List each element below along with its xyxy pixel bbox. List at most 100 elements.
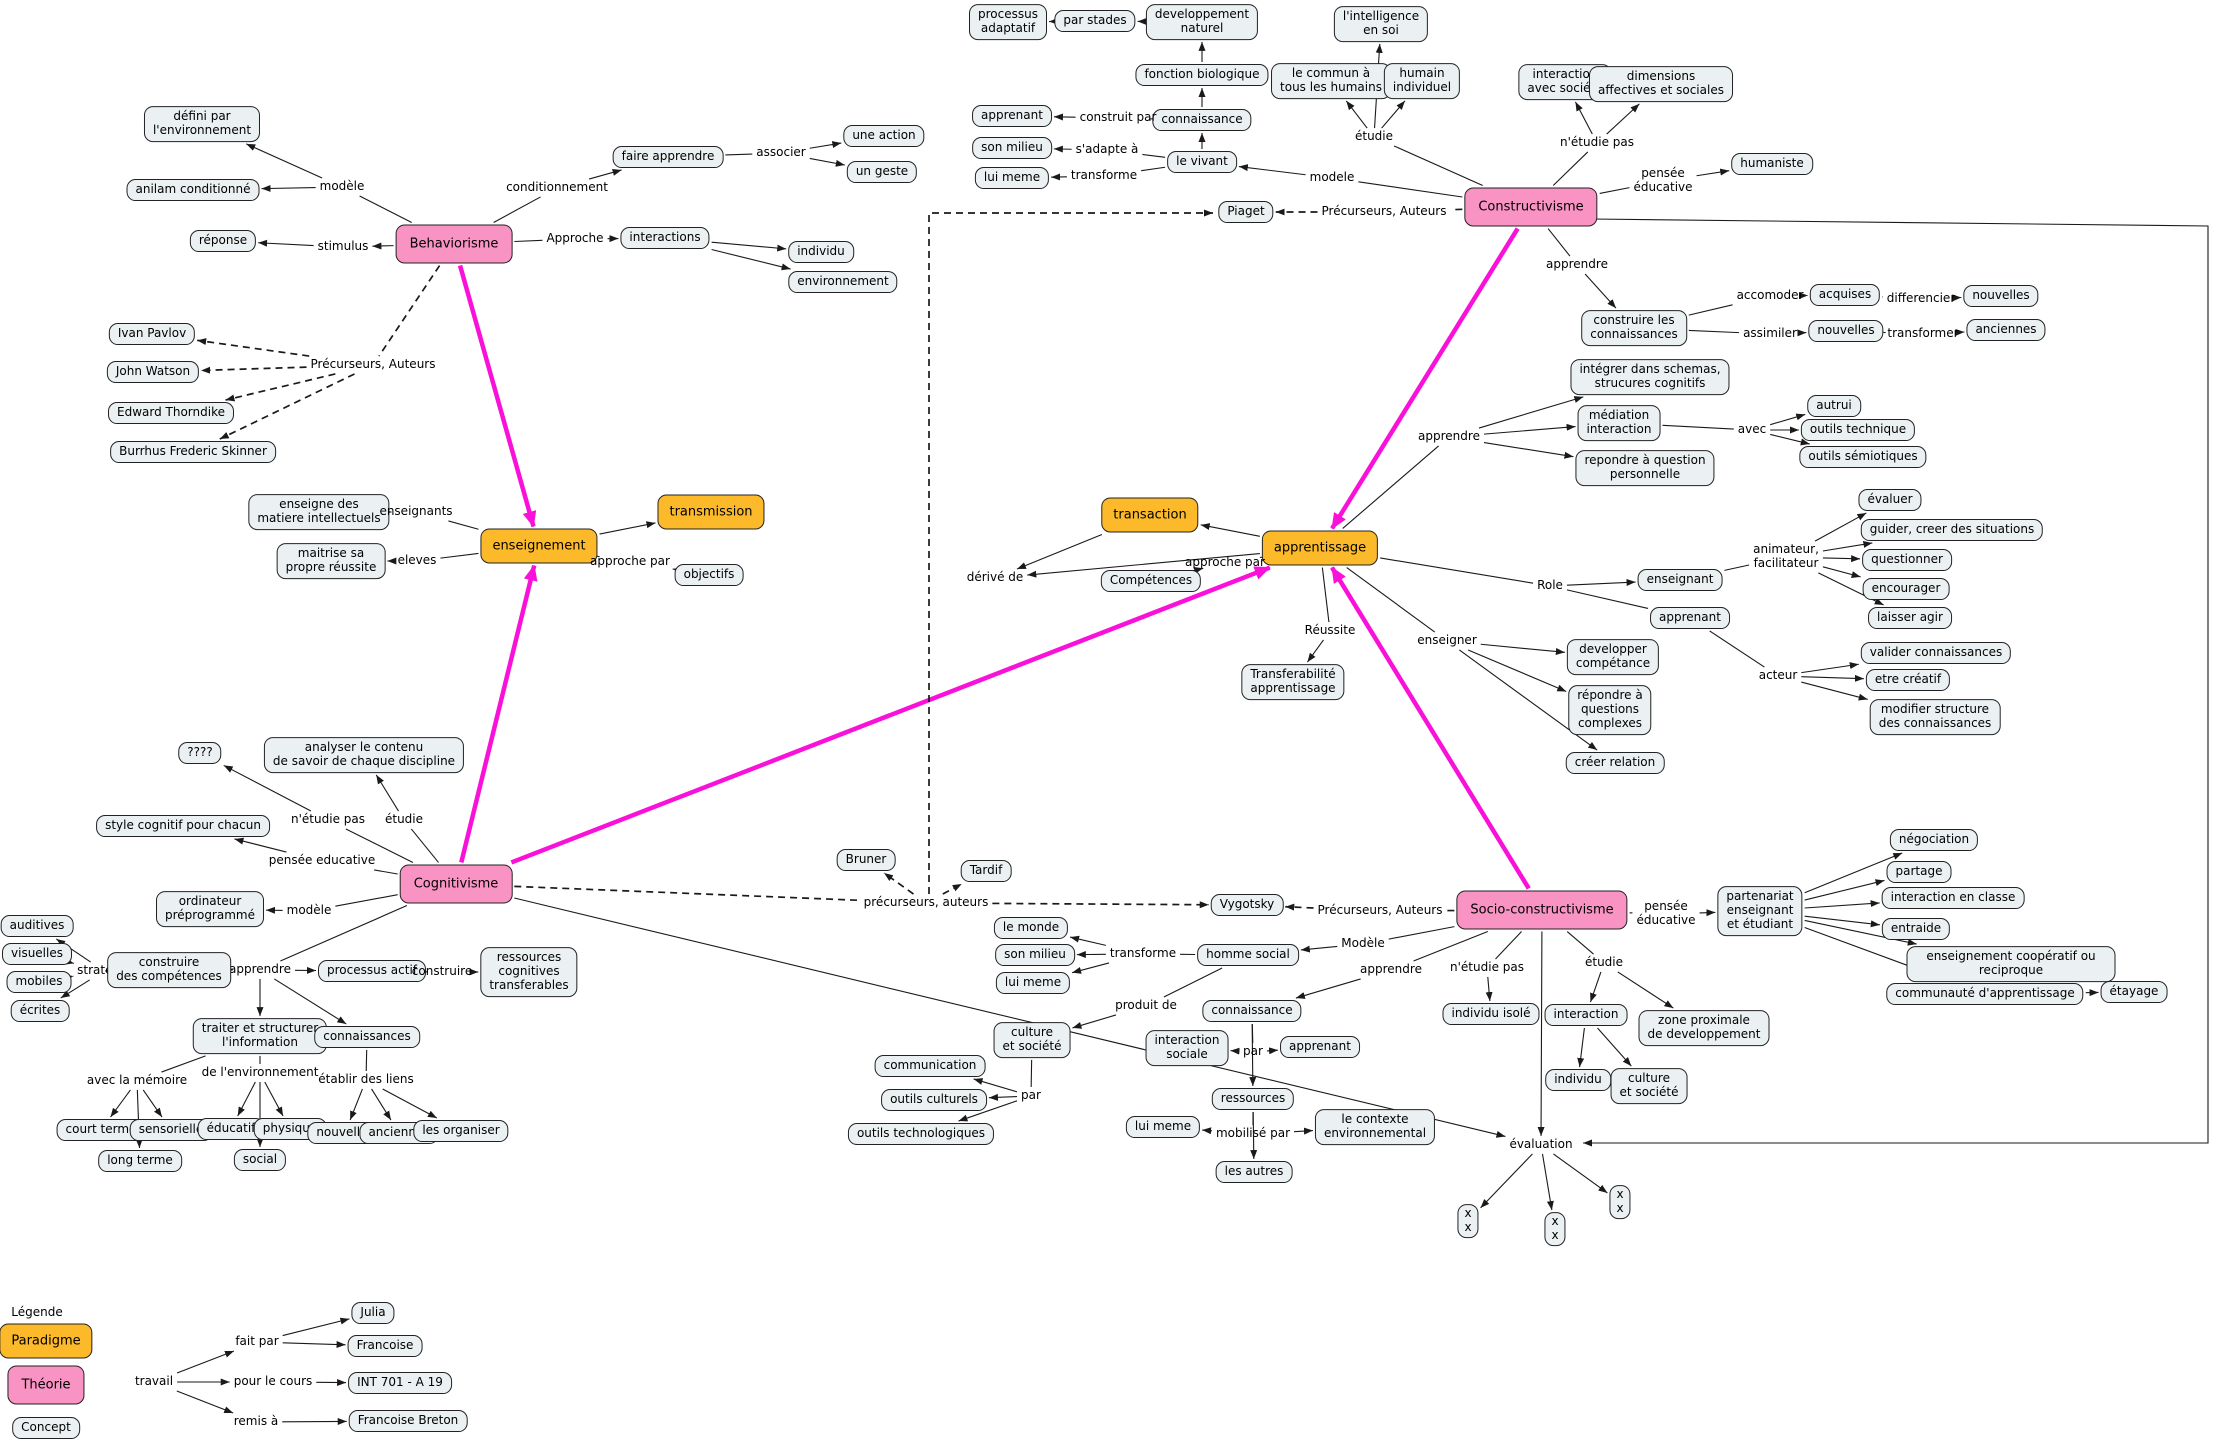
node-ressources-s[interactable]: ressources — [1211, 1088, 1295, 1110]
node-maitrise[interactable]: maitrise sa propre réussite — [276, 543, 386, 579]
node-apprenant-r[interactable]: apprenant — [1650, 607, 1730, 629]
node-nouvelles1[interactable]: nouvelles — [1963, 285, 2039, 307]
node-burrhus[interactable]: Burrhus Frederic Skinner — [110, 441, 276, 463]
node-julia[interactable]: Julia — [351, 1302, 395, 1324]
node-une-action[interactable]: une action — [843, 125, 925, 147]
node-connaissances-cog[interactable]: connaissances — [314, 1026, 420, 1048]
node-faire-apprendre[interactable]: faire apprendre — [612, 146, 724, 168]
node-repondre-complexes[interactable]: répondre à questions complexes — [1568, 685, 1652, 735]
node-xbox3[interactable]: x x — [1609, 1185, 1631, 1219]
node-sensorielle[interactable]: sensorielle — [129, 1119, 213, 1141]
node-laisser-agir[interactable]: laisser agir — [1868, 607, 1952, 629]
node-son-milieu-s[interactable]: son milieu — [995, 944, 1075, 966]
node-humain-individuel[interactable]: humain individuel — [1383, 63, 1461, 99]
node-processus-adaptatif[interactable]: processus adaptatif — [969, 4, 1047, 40]
node-fonction-biologique[interactable]: fonction biologique — [1135, 64, 1269, 86]
node-ens-cooperatif[interactable]: enseignement coopératif ou reciproque — [1906, 946, 2116, 982]
node-communaute[interactable]: communauté d'apprentissage — [1886, 983, 2084, 1005]
node-developper[interactable]: developper compétance — [1566, 639, 1660, 675]
node-valider[interactable]: valider connaissances — [1860, 642, 2012, 664]
node-etayage[interactable]: étayage — [2100, 981, 2168, 1003]
node-transaction[interactable]: transaction — [1101, 497, 1199, 533]
node-reponse[interactable]: réponse — [189, 230, 257, 252]
node-john[interactable]: John Watson — [106, 361, 200, 383]
node-bruner[interactable]: Bruner — [836, 849, 896, 871]
node-individu-s[interactable]: individu — [1545, 1069, 1611, 1091]
node-outils-semiotiques[interactable]: outils sémiotiques — [1799, 446, 1927, 468]
node-interaction-sociale[interactable]: interaction sociale — [1145, 1030, 1229, 1066]
node-individu-isole[interactable]: individu isolé — [1442, 1003, 1540, 1025]
node-lui-meme-s[interactable]: lui meme — [995, 972, 1071, 994]
node-competences[interactable]: Compétences — [1100, 570, 1202, 592]
node-auditives[interactable]: auditives — [0, 915, 74, 937]
node-partenariat[interactable]: partenariat enseignant et étudiant — [1717, 886, 1803, 936]
node-francoise[interactable]: Francoise — [347, 1335, 423, 1357]
node-lui-meme-s2[interactable]: lui meme — [1125, 1116, 1201, 1138]
node-par-stades[interactable]: par stades — [1054, 10, 1136, 32]
node-apprentissage[interactable]: apprentissage — [1261, 530, 1379, 566]
node-intelligence-soi[interactable]: l'intelligence en soi — [1333, 6, 1429, 42]
node-cognitivisme[interactable]: Cognitivisme — [399, 864, 513, 904]
node-interaction-classe[interactable]: interaction en classe — [1881, 887, 2025, 909]
node-anciennes1[interactable]: anciennes — [1966, 319, 2046, 341]
node-transferabilite[interactable]: Transferabilité apprentissage — [1241, 664, 1345, 700]
node-outils-culturels[interactable]: outils culturels — [881, 1089, 987, 1111]
node-apprenant-top[interactable]: apprenant — [972, 105, 1052, 127]
node-dimensions-affectives[interactable]: dimensions affectives et sociales — [1589, 66, 1733, 102]
node-ressources-cog[interactable]: ressources cognitives transferables — [480, 947, 578, 997]
node-transmission[interactable]: transmission — [657, 494, 765, 530]
node-entraide[interactable]: entraide — [1881, 918, 1951, 940]
node-objectifs[interactable]: objectifs — [674, 564, 744, 586]
node-ordinateur[interactable]: ordinateur préprogrammé — [156, 891, 264, 927]
node-negociation[interactable]: négociation — [1889, 829, 1979, 851]
node-piaget[interactable]: Piaget — [1218, 201, 1274, 223]
node-le-vivant[interactable]: le vivant — [1167, 151, 1237, 173]
node-guider[interactable]: guider, creer des situations — [1860, 519, 2044, 541]
node-integrer-schemas[interactable]: intégrer dans schemas, strucures cogniti… — [1570, 359, 1730, 395]
node-interactions[interactable]: interactions — [620, 227, 710, 249]
node-un-geste[interactable]: un geste — [846, 161, 918, 183]
node-enseignant-r[interactable]: enseignant — [1637, 569, 1723, 591]
node-les-organiser[interactable]: les organiser — [413, 1120, 509, 1142]
node-interaction-s[interactable]: interaction — [1544, 1004, 1628, 1026]
node-nouvelles2[interactable]: nouvelles — [1808, 320, 1884, 342]
node-son-milieu-top[interactable]: son milieu — [972, 137, 1052, 159]
node-construire-connaissances[interactable]: construire les connaissances — [1581, 310, 1687, 346]
node-analyser[interactable]: analyser le contenu de savoir de chaque … — [263, 737, 465, 773]
node-homme-social[interactable]: homme social — [1197, 944, 1299, 966]
node-legend-paradigme[interactable]: Paradigme — [0, 1323, 93, 1359]
node-xbox1[interactable]: x x — [1457, 1204, 1479, 1238]
node-xbox2[interactable]: x x — [1544, 1212, 1566, 1246]
node-court-terme[interactable]: court terme — [56, 1119, 146, 1141]
node-qqqq[interactable]: ???? — [178, 742, 222, 764]
node-construire-competences[interactable]: construire des compétences — [107, 952, 231, 988]
node-social[interactable]: social — [233, 1149, 287, 1171]
node-lui-meme-top[interactable]: lui meme — [974, 167, 1050, 189]
node-evaluer[interactable]: évaluer — [1858, 489, 1922, 511]
node-environnement-b[interactable]: environnement — [788, 271, 898, 293]
node-creer-relation[interactable]: créer relation — [1565, 752, 1665, 774]
node-acquises[interactable]: acquises — [1809, 284, 1881, 306]
node-encourager[interactable]: encourager — [1862, 578, 1950, 600]
node-les-autres[interactable]: les autres — [1215, 1161, 1293, 1183]
node-connaissance-c[interactable]: connaissance — [1152, 109, 1252, 131]
node-commun-humains[interactable]: le commun à tous les humains — [1271, 63, 1391, 99]
node-developpement-naturel[interactable]: developpement naturel — [1145, 4, 1259, 40]
node-legend-concept[interactable]: Concept — [12, 1417, 80, 1439]
node-connaissance-s[interactable]: connaissance — [1202, 1000, 1302, 1022]
node-mobiles[interactable]: mobiles — [6, 971, 72, 993]
node-humaniste[interactable]: humaniste — [1731, 153, 1813, 175]
node-contexte-env[interactable]: le contexte environnemental — [1314, 1109, 1436, 1145]
node-autrui[interactable]: autrui — [1807, 395, 1861, 417]
node-visuelles[interactable]: visuelles — [2, 943, 72, 965]
node-outils-technique[interactable]: outils technique — [1800, 419, 1916, 441]
node-behaviorisme[interactable]: Behaviorisme — [395, 224, 513, 264]
node-anilam[interactable]: anilam conditionné — [126, 179, 260, 201]
node-traiter[interactable]: traiter et structurer l'information — [192, 1018, 328, 1054]
node-communication[interactable]: communication — [874, 1055, 986, 1077]
node-legend-theorie[interactable]: Théorie — [7, 1365, 85, 1405]
node-repondre-question[interactable]: repondre à question personnelle — [1575, 450, 1715, 486]
node-questionner[interactable]: questionner — [1862, 549, 1952, 571]
node-defini-env[interactable]: défini par l'environnement — [143, 106, 261, 142]
node-style-cognitif[interactable]: style cognitif pour chacun — [96, 815, 270, 837]
